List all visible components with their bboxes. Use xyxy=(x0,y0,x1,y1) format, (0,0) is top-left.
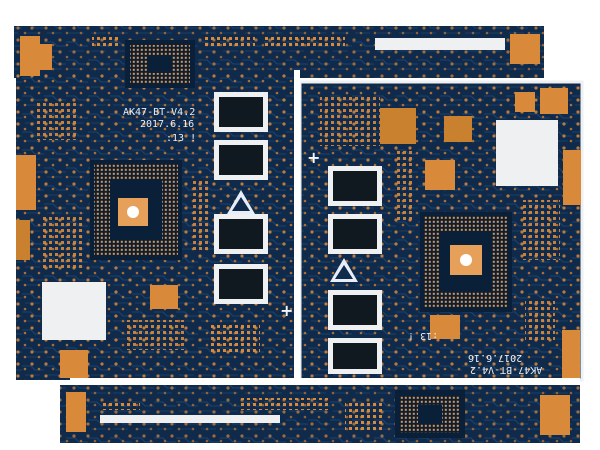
left-board-model-label: AK47-BT-V4.2 xyxy=(123,107,196,118)
left-memory-ics xyxy=(214,92,268,304)
top-rail-details xyxy=(20,34,540,76)
right-board-model-label: AK47-BT-V4.2 xyxy=(470,364,543,375)
left-board-date-label: 2017.6.16 xyxy=(140,119,195,130)
bottom-rail-details xyxy=(66,390,570,438)
panel-rails xyxy=(14,26,580,443)
left-board-small-label: :13 ! xyxy=(166,133,197,144)
right-board-small-label: :13 ! xyxy=(408,330,439,341)
right-board-date-label: 2017.6.16 xyxy=(468,352,523,363)
left-board xyxy=(16,36,294,380)
right-board xyxy=(298,80,584,382)
right-board-plus-mark: + xyxy=(307,148,321,167)
left-board-plus-mark: + xyxy=(280,301,294,320)
right-memory-ics xyxy=(328,166,382,374)
